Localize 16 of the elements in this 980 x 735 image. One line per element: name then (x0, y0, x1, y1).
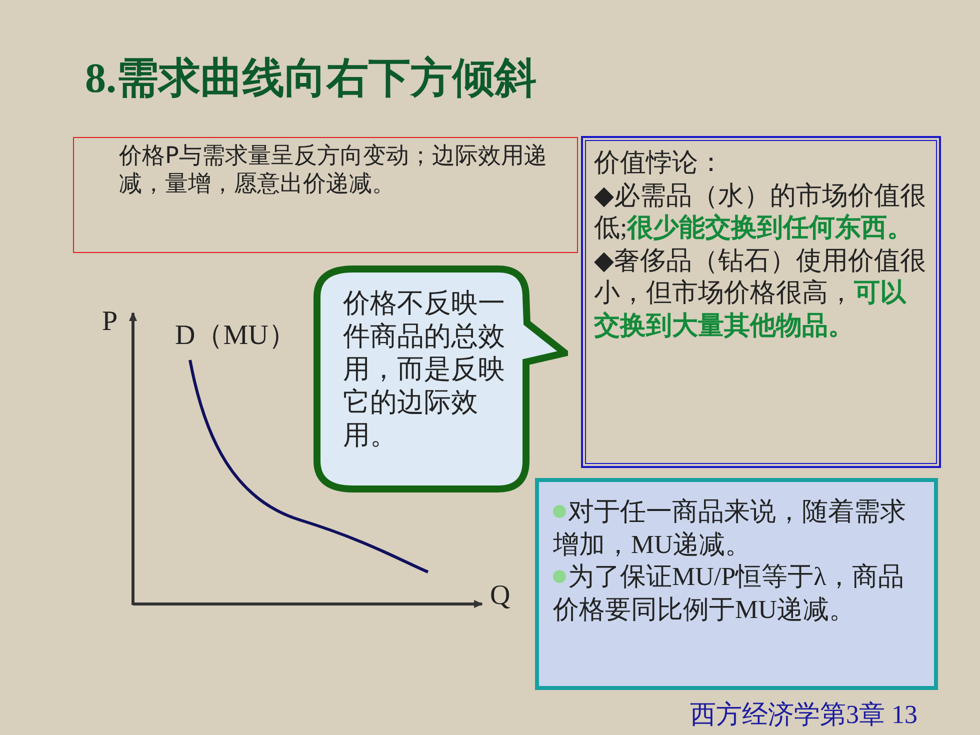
paragraph: ◆必需品（水）的市场价值很低;很少能交换到任何东西。 (594, 180, 927, 244)
paragraph: 价格P与需求量呈反方向变动；边际效用递减，量增，愿意出价递减。 (119, 142, 548, 198)
text-box (73, 137, 578, 253)
paragraph: 对于任一商品来说，随着需求增加，MU递减。 (553, 496, 907, 560)
curve-label: D（MU） (175, 319, 296, 353)
slide-title: 8.需求曲线向右下方倾斜 (85, 54, 536, 104)
paragraph: ◆奢侈品（钻石）使用价值很小，但市场价格很高，可以交换到大量其他物品。 (594, 244, 927, 342)
paragraph: 为了保证MU/P恒等于λ，商品价格要同比例于MU递减。 (553, 561, 906, 626)
axis-label: Q (490, 580, 510, 612)
box-heading: 价值悖论： (594, 147, 725, 179)
text-box (582, 137, 940, 467)
axis-label: P (102, 306, 118, 338)
text-box (535, 478, 938, 690)
paragraph: 价格不反映一件商品的总效用，而是反映它的边际效用。 (343, 287, 506, 452)
speech-bubble (313, 265, 568, 495)
footer-text: 西方经济学第3章 13 (690, 699, 918, 731)
